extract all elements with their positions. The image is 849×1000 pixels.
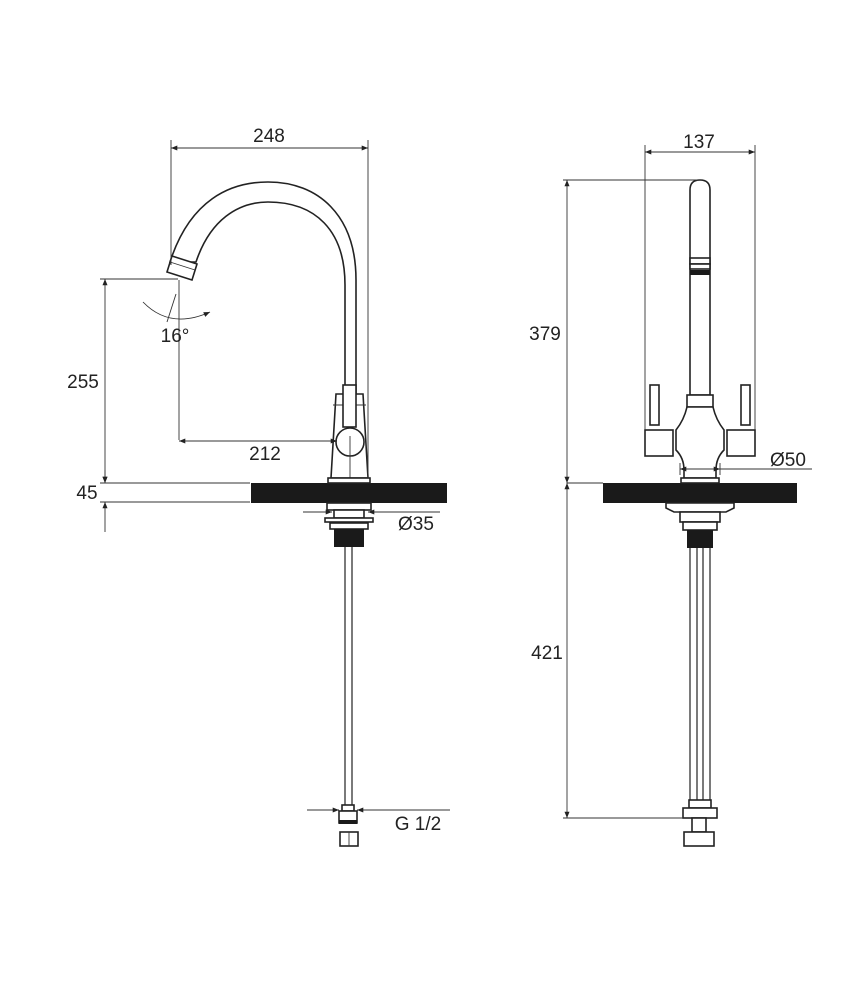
dim-137: 137: [644, 132, 756, 430]
dim-45: 45: [76, 470, 250, 532]
dim-label-swivel-angle: 16°: [161, 326, 190, 347]
dim-label-handle-span: 137: [683, 132, 715, 153]
dim-label-mount-hole: Ø35: [398, 514, 434, 535]
dim-50: Ø50: [679, 450, 812, 475]
dim-421: 421: [531, 482, 683, 819]
left-lever: [649, 384, 660, 426]
spout: [165, 181, 357, 479]
dim-255: 255: [67, 278, 178, 484]
mounting-assembly-front: [665, 502, 735, 847]
dim-212: 212: [179, 438, 338, 465]
left-valve: [644, 429, 674, 457]
dim-label-spout-reach-center: 212: [249, 444, 281, 465]
dim-label-base-diameter: Ø50: [770, 450, 806, 471]
dim-248: 248: [170, 126, 369, 478]
dim-label-spout-reach-overall: 248: [253, 126, 285, 147]
countertop-side: [251, 483, 447, 503]
side-view: 248 16° 255 212 45: [67, 126, 450, 847]
mixer-body: [327, 384, 371, 484]
front-view: 137 379 Ø50 421: [529, 132, 812, 847]
dim-379: 379: [529, 179, 698, 484]
dim-35: Ø35: [303, 509, 440, 535]
aerator: [165, 254, 199, 282]
mixer-body-front: [644, 384, 756, 484]
dim-16-deg: 16°: [142, 280, 211, 440]
right-lever: [740, 384, 751, 426]
dim-label-spout-height: 255: [67, 372, 99, 393]
spout-front: [689, 179, 711, 396]
dim-label-hose-length: 421: [531, 643, 563, 664]
dim-label-deck-thickness: 45: [76, 483, 97, 504]
dim-label-connection-thread: G 1/2: [395, 814, 441, 835]
mounting-assembly-side: [324, 502, 374, 847]
dim-label-overall-height: 379: [529, 324, 561, 345]
lever-handle: [342, 384, 357, 428]
dim-g12: G 1/2: [307, 807, 450, 835]
right-valve: [726, 429, 756, 457]
countertop-front: [603, 483, 797, 503]
